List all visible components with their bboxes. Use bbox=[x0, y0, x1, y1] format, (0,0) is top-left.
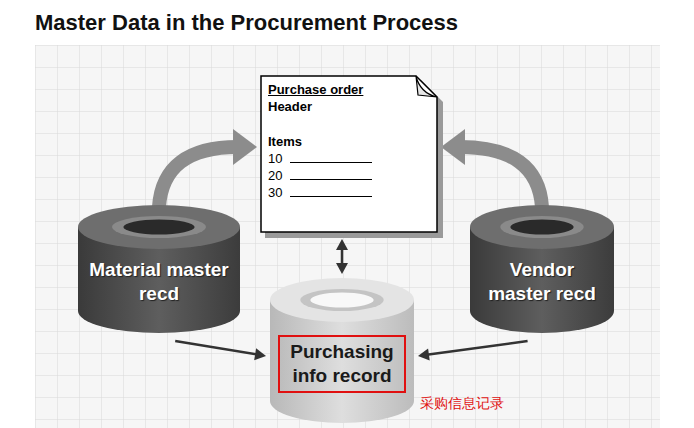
arrow-shaft bbox=[427, 341, 528, 355]
cylinder-top bbox=[270, 278, 414, 322]
node-label: Vendor master recd bbox=[478, 258, 606, 306]
cylinder-top bbox=[470, 205, 614, 249]
annotation-note: 采购信息记录 bbox=[420, 395, 504, 413]
document-title: Purchase order bbox=[268, 81, 428, 98]
arrow-head bbox=[254, 348, 266, 360]
node-content: Vendor master recd bbox=[470, 205, 614, 333]
cylinder-ring bbox=[300, 289, 384, 311]
database-cylinder: Purchasing info record bbox=[270, 278, 414, 423]
flow-arrow bbox=[418, 341, 528, 360]
arrow-head bbox=[441, 129, 465, 165]
node-content: Purchase orderHeaderItems10 20 30 bbox=[260, 75, 438, 209]
arrow-shaft bbox=[175, 341, 257, 355]
document-fold bbox=[416, 76, 437, 97]
flow-arrow bbox=[336, 239, 348, 274]
database-cylinder: Vendor master recd bbox=[470, 205, 614, 333]
cylinder-ring bbox=[500, 216, 584, 238]
item-blank-line bbox=[290, 169, 372, 180]
document-page bbox=[261, 76, 437, 232]
cylinder-hole bbox=[510, 220, 573, 235]
arrow-head bbox=[233, 129, 257, 165]
item-blank-line bbox=[290, 152, 372, 163]
node-label: Material master recd bbox=[86, 258, 232, 306]
cylinder-hole bbox=[123, 220, 194, 235]
arrow-shaft bbox=[460, 147, 542, 207]
document-section: Header bbox=[268, 98, 428, 115]
grid-area bbox=[35, 45, 660, 428]
cylinder-top bbox=[78, 205, 240, 249]
diagram-title: Master Data in the Procurement Process bbox=[35, 10, 458, 36]
curved-flow-arrow bbox=[441, 129, 542, 207]
arrow-head bbox=[336, 239, 348, 250]
node-content: Purchasing info record bbox=[270, 278, 414, 423]
document-section: Items bbox=[268, 133, 428, 150]
document-node: Purchase orderHeaderItems10 20 30 bbox=[260, 75, 438, 233]
item-row: 30 bbox=[268, 184, 428, 201]
arrow-shaft bbox=[341, 248, 344, 265]
item-number: 10 bbox=[268, 151, 282, 166]
cylinder-hole bbox=[310, 293, 373, 308]
item-number: 30 bbox=[268, 185, 282, 200]
item-row: 20 bbox=[268, 167, 428, 184]
flow-arrow bbox=[175, 341, 266, 360]
item-number: 20 bbox=[268, 168, 282, 183]
curved-flow-arrow bbox=[159, 129, 257, 207]
arrow-head bbox=[418, 349, 430, 361]
node-label: Purchasing info record bbox=[284, 340, 400, 388]
item-blank-line bbox=[290, 186, 372, 197]
arrow-head bbox=[336, 263, 348, 274]
node-content: Material master recd bbox=[78, 205, 240, 333]
arrow-shaft bbox=[159, 147, 238, 207]
database-cylinder: Material master recd bbox=[78, 205, 240, 333]
cylinder-ring bbox=[112, 216, 206, 238]
highlight-box: Purchasing info record bbox=[278, 335, 406, 393]
item-row: 10 bbox=[268, 150, 428, 167]
